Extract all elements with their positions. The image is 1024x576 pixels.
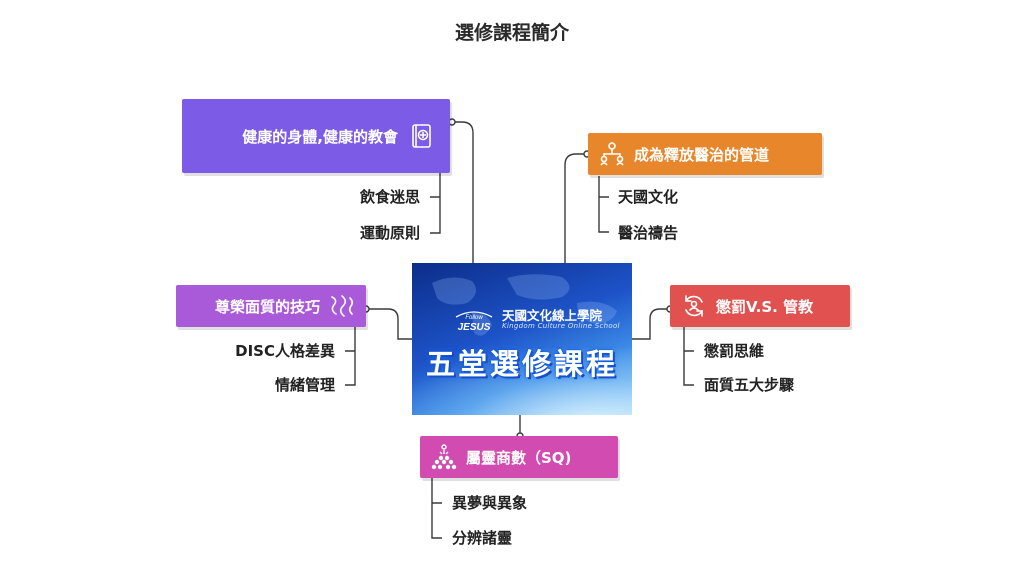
connector-discipline [632, 308, 670, 340]
honor-item-2: 情緒管理 [274, 376, 335, 394]
connector-honor-items [345, 327, 356, 386]
connector-healing [564, 153, 587, 263]
node-healing-label: 成為釋放醫治的管道 [634, 145, 770, 164]
connector-discipline-items [683, 327, 694, 386]
discipline-item-1: 懲罰思維 [704, 342, 765, 360]
healing-item-2: 醫治禱告 [618, 224, 679, 242]
health-item-1: 飲食迷思 [359, 188, 420, 206]
discipline-item-2: 面質五大步驟 [704, 376, 795, 394]
honor-item-1: DISC人格差異 [235, 342, 335, 360]
node-health: 健康的身體,健康的教會 [182, 99, 450, 173]
connector-honor [366, 308, 412, 340]
connector-spiritual-items [431, 478, 442, 539]
world-map-pattern [432, 274, 617, 336]
node-health-label: 健康的身體,健康的教會 [242, 127, 398, 146]
diagram-title: 選修課程簡介 [454, 22, 569, 44]
svg-text:Follow: Follow [465, 315, 483, 321]
node-healing: 成為釋放醫治的管道 [588, 133, 822, 175]
node-honor-label: 尊榮面質的技巧 [214, 297, 320, 316]
school-english-name: Kingdom Culture Online School [502, 322, 620, 330]
connector-health [452, 121, 474, 263]
spiritual-item-1: 異夢與異象 [452, 494, 528, 512]
light-wash [412, 348, 632, 415]
jesus-logo-icon: Follow JESUS [452, 305, 496, 335]
course-title: 五堂選修課程 [425, 347, 618, 381]
center-course-banner: Follow JESUS 天國文化線上學院 Kingdom Culture On… [412, 263, 632, 415]
svg-text:JESUS: JESUS [458, 322, 491, 333]
node-discipline-label: 懲罰V.S. 管教 [716, 297, 814, 316]
node-discipline: 懲罰V.S. 管教 [670, 285, 850, 327]
node-spiritual-label: 屬靈商數（SQ) [466, 448, 572, 467]
health-item-2: 運動原則 [359, 224, 420, 242]
cycle-icon [680, 292, 708, 320]
spiritual-item-2: 分辨諸靈 [452, 529, 513, 547]
node-honor: 尊榮面質的技巧 [176, 285, 366, 327]
book-icon [408, 122, 436, 150]
healing-item-1: 天國文化 [618, 188, 679, 206]
node-spiritual: 屬靈商數（SQ) [420, 436, 618, 478]
school-name: 天國文化線上學院 [502, 308, 603, 323]
connector-healing-items [598, 176, 609, 233]
dots-icon [430, 443, 458, 471]
people-network-icon [598, 140, 626, 168]
swirl-icon [328, 292, 356, 320]
